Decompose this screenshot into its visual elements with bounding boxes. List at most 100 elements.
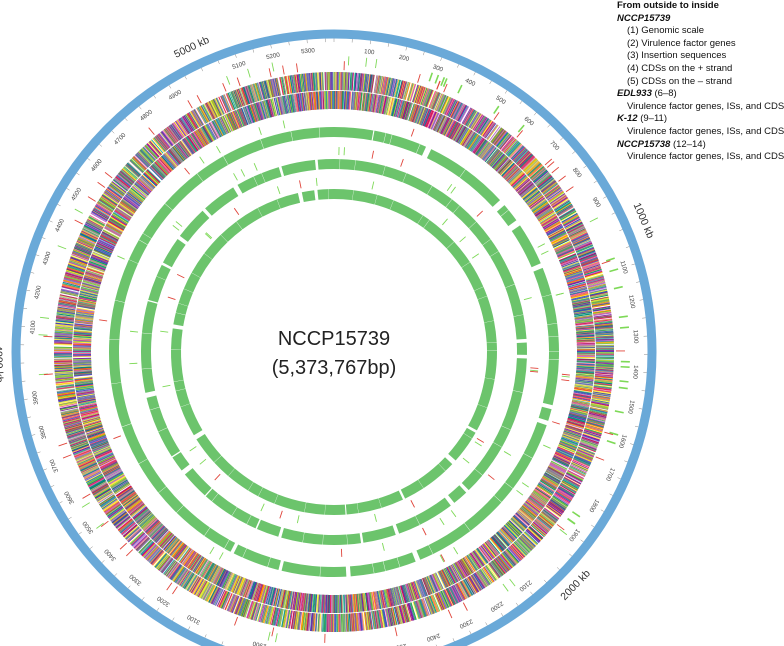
cds-plus-strand	[580, 255, 598, 263]
cds-plus-strand	[495, 131, 508, 147]
cds-plus-strand	[350, 72, 354, 91]
cds-plus-strand	[428, 90, 436, 108]
cds-minus-strand	[525, 500, 541, 513]
cds-plus-strand	[595, 363, 614, 366]
cds-minus-strand	[552, 238, 570, 247]
cds-plus-strand	[113, 178, 129, 191]
cds-minus-strand	[476, 140, 488, 156]
cds-minus-strand	[132, 506, 148, 520]
cds-plus-strand	[159, 557, 172, 572]
cds-plus-strand	[360, 612, 364, 631]
cds-plus-strand	[570, 463, 588, 472]
cds-plus-strand	[573, 237, 591, 247]
cds-plus-strand	[506, 548, 520, 563]
cds-plus-strand	[64, 424, 83, 430]
scale-tick	[631, 263, 635, 266]
cds-minus-strand	[576, 330, 595, 333]
cds-plus-strand	[594, 319, 613, 323]
cds-plus-strand	[541, 181, 557, 194]
cds-plus-strand	[377, 610, 382, 629]
cds-plus-strand	[59, 295, 78, 300]
cds-plus-strand	[445, 98, 454, 116]
cds-minus-strand	[176, 545, 188, 561]
cds-minus-strand	[442, 118, 452, 136]
cds-plus-strand	[467, 577, 478, 594]
cds-plus-strand	[55, 378, 74, 382]
scale-tick	[37, 451, 41, 454]
cds-minus-strand	[369, 93, 374, 112]
cds-minus-strand	[114, 483, 131, 495]
cds-plus-strand	[117, 173, 133, 186]
cds-plus-strand	[595, 332, 614, 335]
cds-plus-strand	[95, 489, 112, 500]
cds-plus-strand	[73, 447, 91, 455]
cds-minus-strand	[148, 523, 163, 537]
cds-minus-strand	[369, 93, 373, 112]
cds-minus-strand	[576, 361, 595, 363]
cds-plus-strand	[157, 555, 170, 571]
cds-plus-strand	[511, 146, 525, 161]
cds-minus-strand	[468, 553, 480, 570]
cds-plus-strand	[512, 542, 526, 557]
cds-plus-strand	[69, 437, 87, 445]
cds-plus-strand	[595, 367, 614, 370]
cds-minus-strand	[574, 384, 593, 388]
cds-minus-strand	[461, 129, 472, 146]
cds-minus-strand	[73, 362, 92, 365]
cds-minus-strand	[77, 396, 96, 401]
cds-plus-strand	[476, 116, 487, 133]
cds-plus-strand	[518, 152, 532, 167]
cds-minus-strand	[368, 592, 372, 611]
cds-plus-strand	[561, 481, 578, 491]
cds-plus-strand	[87, 218, 104, 229]
cds-plus-strand	[595, 342, 614, 345]
cds-plus-strand	[479, 119, 491, 135]
cds-minus-strand	[513, 176, 528, 189]
cds-plus-strand	[73, 448, 91, 456]
cds-plus-strand	[320, 72, 323, 91]
cds-minus-strand	[491, 153, 505, 168]
cds-plus-strand	[60, 292, 79, 297]
cds-plus-strand	[113, 513, 128, 525]
cds-plus-strand	[581, 259, 599, 267]
cds-plus-strand	[500, 554, 513, 569]
cds-plus-strand	[595, 372, 614, 375]
scale-tick	[49, 220, 53, 223]
cds-minus-strand	[563, 430, 581, 438]
cds-minus-strand	[106, 470, 123, 480]
cds-plus-strand	[258, 604, 265, 622]
cds-minus-strand	[569, 287, 588, 294]
cds-plus-strand	[593, 389, 612, 393]
cds-plus-strand	[84, 223, 102, 233]
scale-tick	[57, 204, 61, 207]
cds-minus-strand	[549, 231, 566, 241]
cds-plus-strand	[392, 79, 398, 97]
cds-plus-strand	[205, 102, 215, 120]
cds-minus-strand	[422, 109, 431, 127]
scale-tick	[489, 80, 492, 85]
cds-plus-strand	[567, 225, 585, 235]
cds-minus-strand	[563, 266, 581, 274]
cds-plus-strand	[55, 320, 74, 324]
cds-plus-strand	[222, 592, 231, 610]
cds-plus-strand	[551, 196, 568, 208]
cds-plus-strand	[106, 504, 122, 516]
cds-plus-strand	[575, 243, 593, 252]
cds-plus-strand	[506, 141, 520, 156]
cds-plus-strand	[102, 499, 119, 511]
cds-minus-strand	[566, 277, 585, 284]
cds-plus-strand	[75, 453, 93, 462]
cds-plus-strand	[584, 269, 602, 276]
cds-plus-strand	[111, 510, 127, 523]
cds-minus-strand	[405, 102, 412, 121]
cds-plus-strand	[341, 613, 343, 632]
cds-plus-strand	[183, 115, 195, 131]
cds-minus-strand	[182, 550, 195, 566]
cds-minus-strand	[195, 558, 206, 574]
cds-plus-strand	[97, 492, 114, 503]
cds-plus-strand	[94, 487, 110, 498]
cds-minus-strand	[471, 551, 483, 568]
cds-plus-strand	[115, 516, 131, 529]
cds-plus-strand	[544, 507, 560, 520]
cds-plus-strand	[438, 591, 447, 609]
